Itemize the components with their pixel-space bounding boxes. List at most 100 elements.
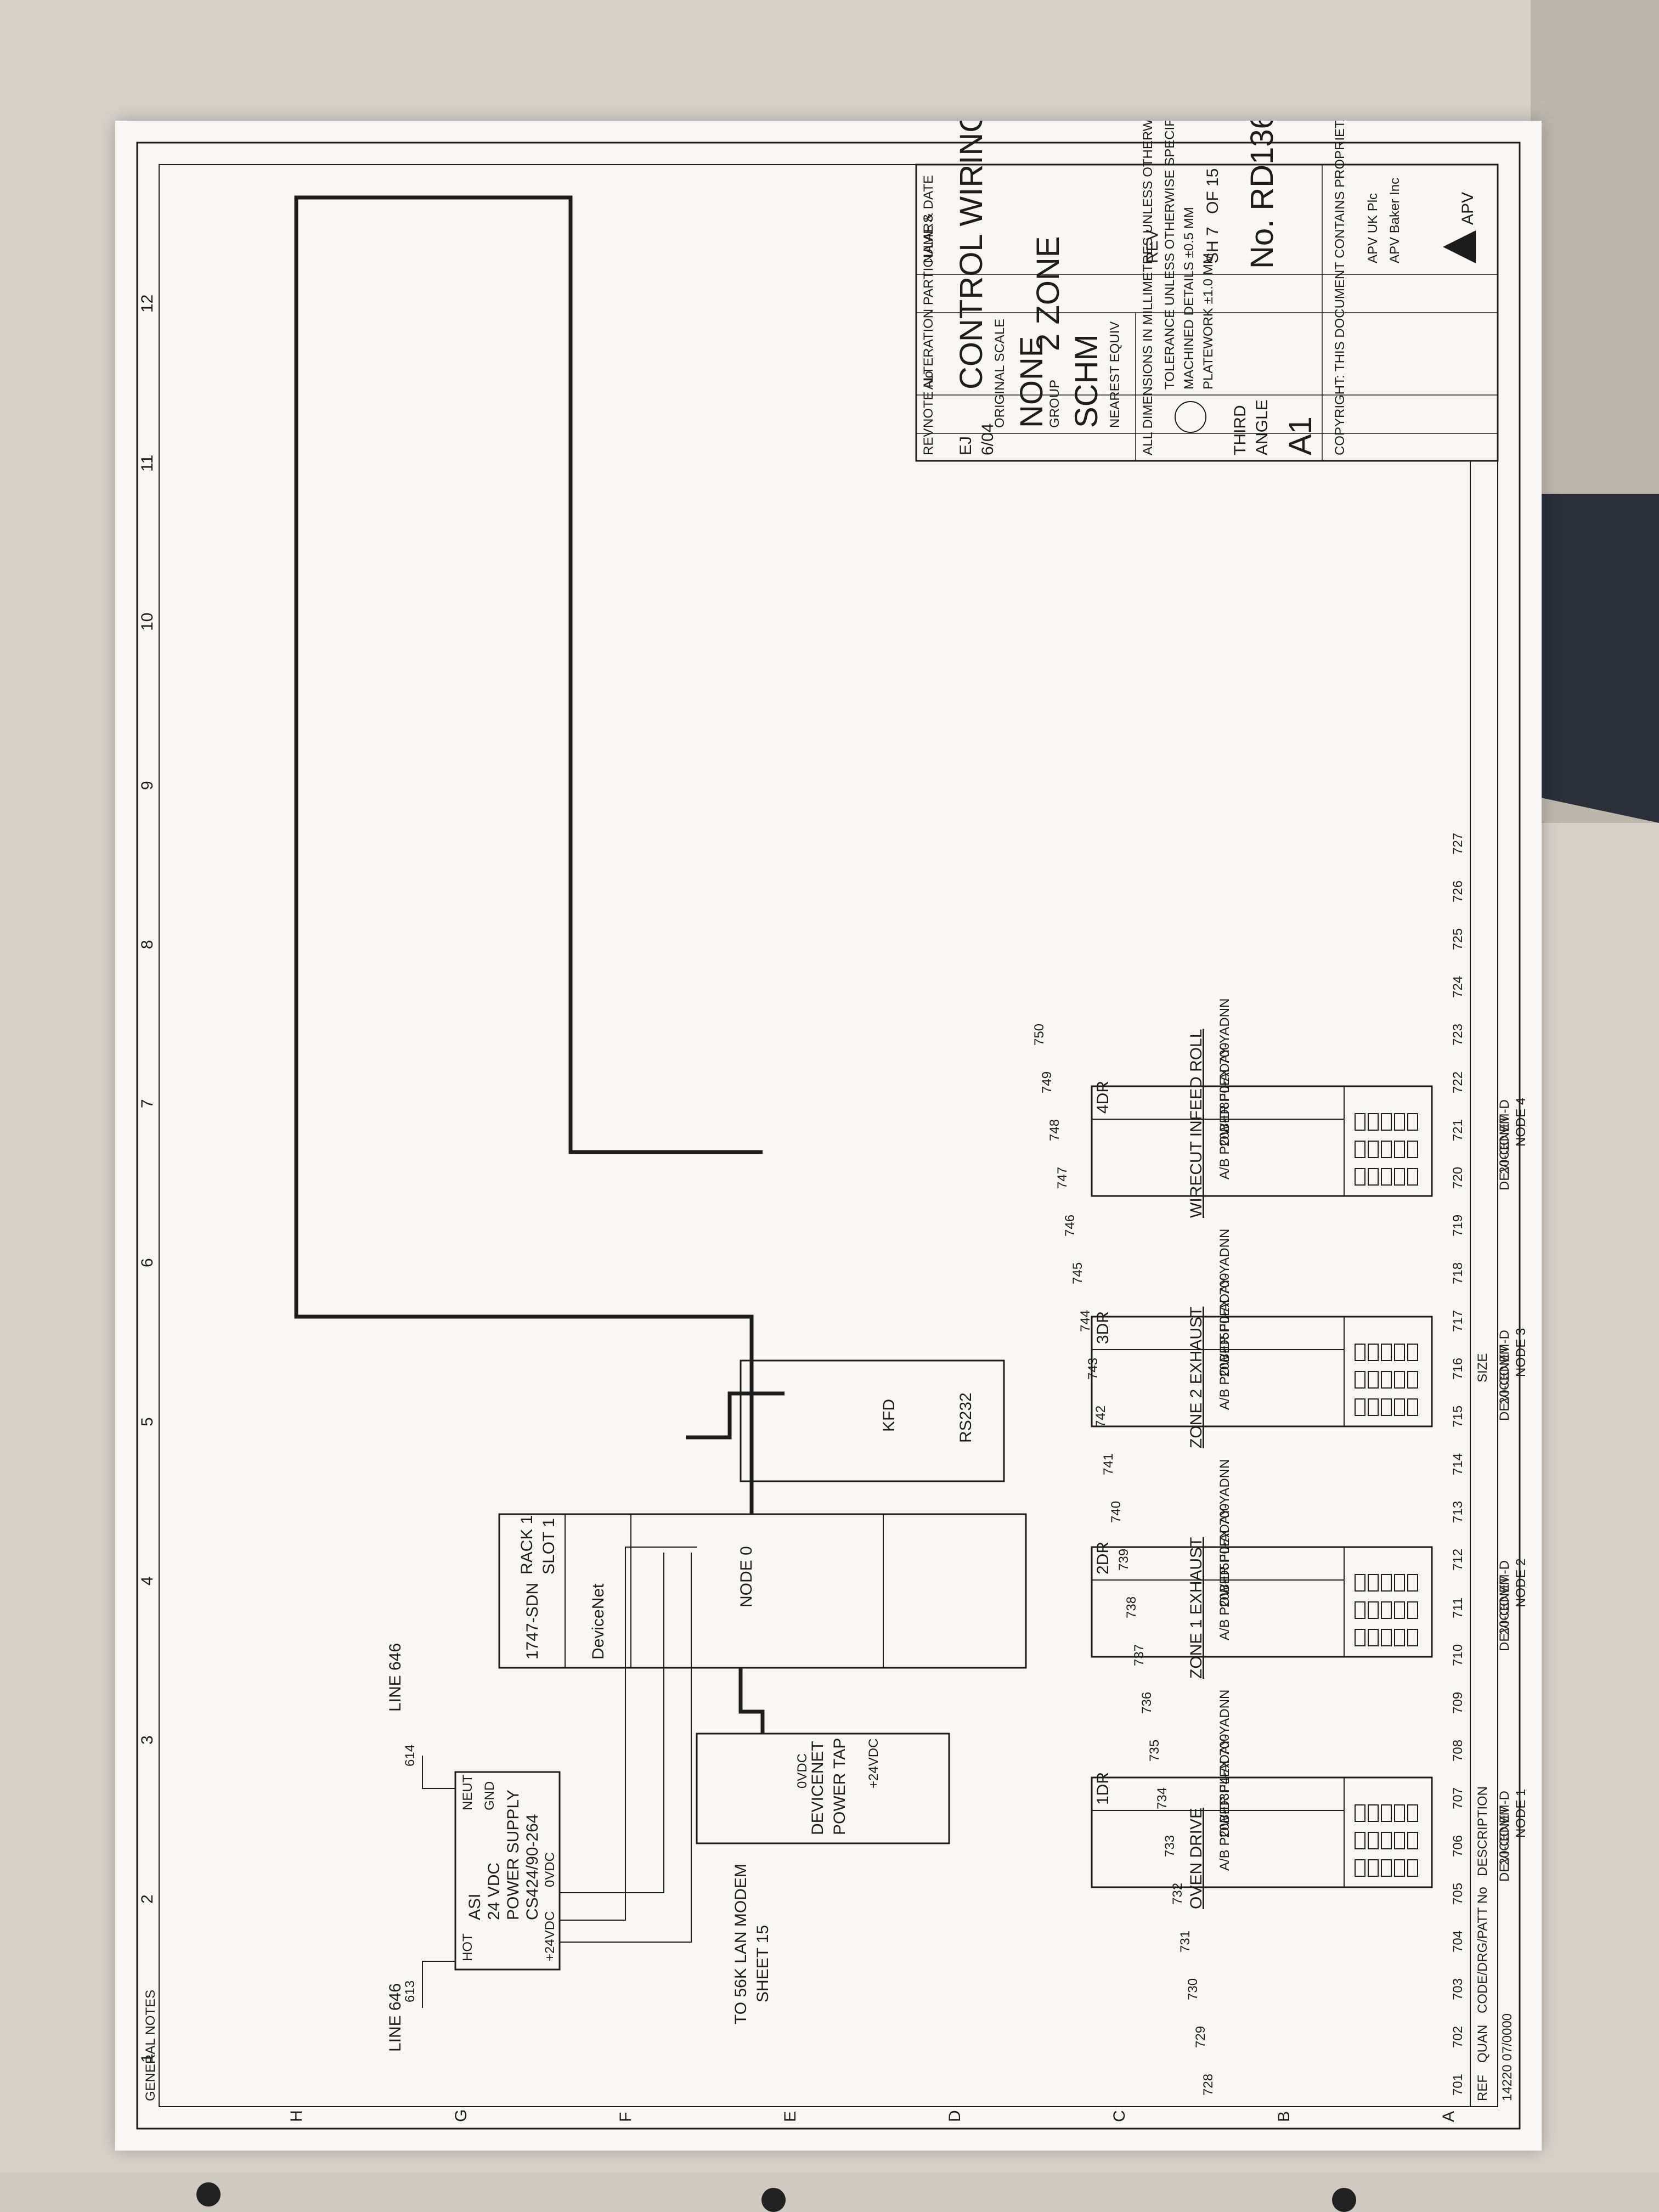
tap-0vdc: 0VDC bbox=[795, 1753, 810, 1788]
line-number: 713 bbox=[1451, 1501, 1465, 1523]
cable-bundle bbox=[1531, 494, 1659, 823]
line-number: 730 bbox=[1186, 1978, 1200, 2000]
line-number: 739 bbox=[1116, 1549, 1131, 1571]
power-supply: ASI 24 VDC POWER SUPPLY CS424/90-264 HOT… bbox=[386, 1643, 561, 2052]
terminal bbox=[1368, 1804, 1379, 1822]
line-number: 734 bbox=[1155, 1787, 1170, 1809]
kfd-rs232: RS232 bbox=[957, 1392, 975, 1443]
line-number: 742 bbox=[1093, 1406, 1108, 1427]
terminal bbox=[1368, 1832, 1379, 1849]
terminal bbox=[1407, 1371, 1418, 1389]
binder-hole bbox=[761, 2188, 786, 2212]
column-number: 9 bbox=[138, 781, 156, 790]
inner-border bbox=[159, 164, 1498, 2107]
line-number: 721 bbox=[1451, 1119, 1465, 1141]
sheet-of: OF 15 bbox=[1204, 168, 1222, 214]
terminal bbox=[1355, 1371, 1365, 1389]
drive-part: 20B-D5P0-ADAY-YADNN bbox=[1217, 1459, 1232, 1607]
line-number: 724 bbox=[1451, 976, 1465, 998]
line-number: 717 bbox=[1451, 1310, 1465, 1332]
tb-size: A1 bbox=[1283, 416, 1318, 455]
scanner-rack: RACK 1 bbox=[518, 1515, 536, 1575]
node-label: NODE 4 bbox=[1514, 1098, 1528, 1147]
line-number: 733 bbox=[1163, 1835, 1177, 1857]
line-number: 703 bbox=[1451, 1978, 1465, 2000]
line-number: 709 bbox=[1451, 1692, 1465, 1714]
drive-model: A/B POWER FLEX 700 bbox=[1217, 1734, 1232, 1871]
comm-model: 20-COMM-D bbox=[1497, 1791, 1512, 1865]
terminal bbox=[1407, 1859, 1418, 1877]
tb-dims-note: ALL DIMENSIONS IN MILLIMETRES UNLESS OTH… bbox=[1141, 121, 1155, 455]
line-number: 747 bbox=[1055, 1167, 1070, 1189]
devicenet-power-tap: DEVICENET POWER TAP 0VDC +24VDC bbox=[696, 1733, 950, 1844]
line-number: 702 bbox=[1451, 2026, 1465, 2048]
line-number: 714 bbox=[1451, 1453, 1465, 1475]
terminal bbox=[1368, 1601, 1379, 1619]
pl-size: SIZE bbox=[1475, 1353, 1490, 1383]
ps-gnd: GND bbox=[482, 1781, 497, 1810]
terminal bbox=[1381, 1141, 1392, 1158]
drive-part: 20B-D5P0-ADAY-YADNN bbox=[1217, 1229, 1232, 1377]
scanner-model: 1747-SDN bbox=[523, 1583, 541, 1660]
terminal bbox=[1355, 1804, 1365, 1822]
node-label: NODE 2 bbox=[1514, 1559, 1528, 1607]
pl-desc: DESCRIPTION bbox=[1475, 1786, 1490, 1876]
terminal bbox=[1407, 1113, 1418, 1131]
column-number: 7 bbox=[138, 1099, 156, 1108]
pl-form: 14220 07/0000 bbox=[1500, 2013, 1515, 2101]
terminal bbox=[1381, 1859, 1392, 1877]
ps-plus24: +24VDC bbox=[543, 1911, 557, 1961]
drive-model: A/B POWER FLEX 700 bbox=[1217, 1273, 1232, 1410]
node-label: NODE 1 bbox=[1514, 1789, 1528, 1838]
line-number: 712 bbox=[1451, 1549, 1465, 1571]
line-number: 716 bbox=[1451, 1358, 1465, 1380]
node-label: NODE 3 bbox=[1514, 1328, 1528, 1377]
line-646-out: LINE 646 bbox=[386, 1643, 404, 1712]
row-letter: E bbox=[781, 2111, 799, 2122]
comm-label: DEVICENET bbox=[1497, 1345, 1512, 1421]
comm-model: 20-COMM-D bbox=[1497, 1560, 1512, 1635]
column-number: 11 bbox=[138, 455, 156, 472]
ps-label-4: CS424/90-264 bbox=[523, 1814, 541, 1920]
ps-label-2: 24 VDC bbox=[485, 1863, 503, 1920]
line-number: 718 bbox=[1451, 1262, 1465, 1284]
line-number: 715 bbox=[1451, 1406, 1465, 1427]
terminal bbox=[1355, 1629, 1365, 1646]
drive-part: 20B-D8P0-ADAY-YADNN bbox=[1217, 998, 1232, 1147]
tb-alt-hdr: ALTERATION PARTICULARS bbox=[921, 214, 936, 390]
ps-neut: NEUT bbox=[460, 1774, 475, 1810]
terminal bbox=[1368, 1168, 1379, 1186]
line-number: 738 bbox=[1124, 1596, 1139, 1618]
line-numbers: 7017027037047057067077087097107117127137… bbox=[1032, 833, 1465, 2096]
terminal bbox=[1407, 1398, 1418, 1416]
terminal bbox=[1394, 1141, 1405, 1158]
outer-border bbox=[136, 142, 1521, 2130]
terminal bbox=[1394, 1168, 1405, 1186]
scanner-node: NODE 0 bbox=[737, 1546, 755, 1607]
terminal bbox=[1407, 1629, 1418, 1646]
line-number: 705 bbox=[1451, 1883, 1465, 1905]
terminal bbox=[1355, 1601, 1365, 1619]
line-number: 736 bbox=[1139, 1692, 1154, 1714]
line-number: 741 bbox=[1101, 1453, 1116, 1475]
devicenet-trunk bbox=[294, 195, 763, 1514]
row-letter: G bbox=[452, 2109, 470, 2122]
tb-group-hdr: GROUP bbox=[1047, 380, 1062, 428]
terminal bbox=[1394, 1629, 1405, 1646]
terminal bbox=[1407, 1168, 1418, 1186]
scanner-net: DeviceNet bbox=[589, 1583, 607, 1660]
line-number: 726 bbox=[1451, 881, 1465, 902]
line-number: 740 bbox=[1109, 1501, 1124, 1523]
sheet-number: SH 7 bbox=[1204, 227, 1222, 263]
terminal bbox=[1394, 1574, 1405, 1592]
column-number: 4 bbox=[138, 1576, 156, 1585]
tb-nearest: NEAREST EQUIV bbox=[1108, 321, 1122, 428]
terminal bbox=[1394, 1601, 1405, 1619]
terminal bbox=[1368, 1344, 1379, 1361]
pl-quan: QUAN bbox=[1475, 2025, 1490, 2063]
terminal bbox=[1368, 1371, 1379, 1389]
